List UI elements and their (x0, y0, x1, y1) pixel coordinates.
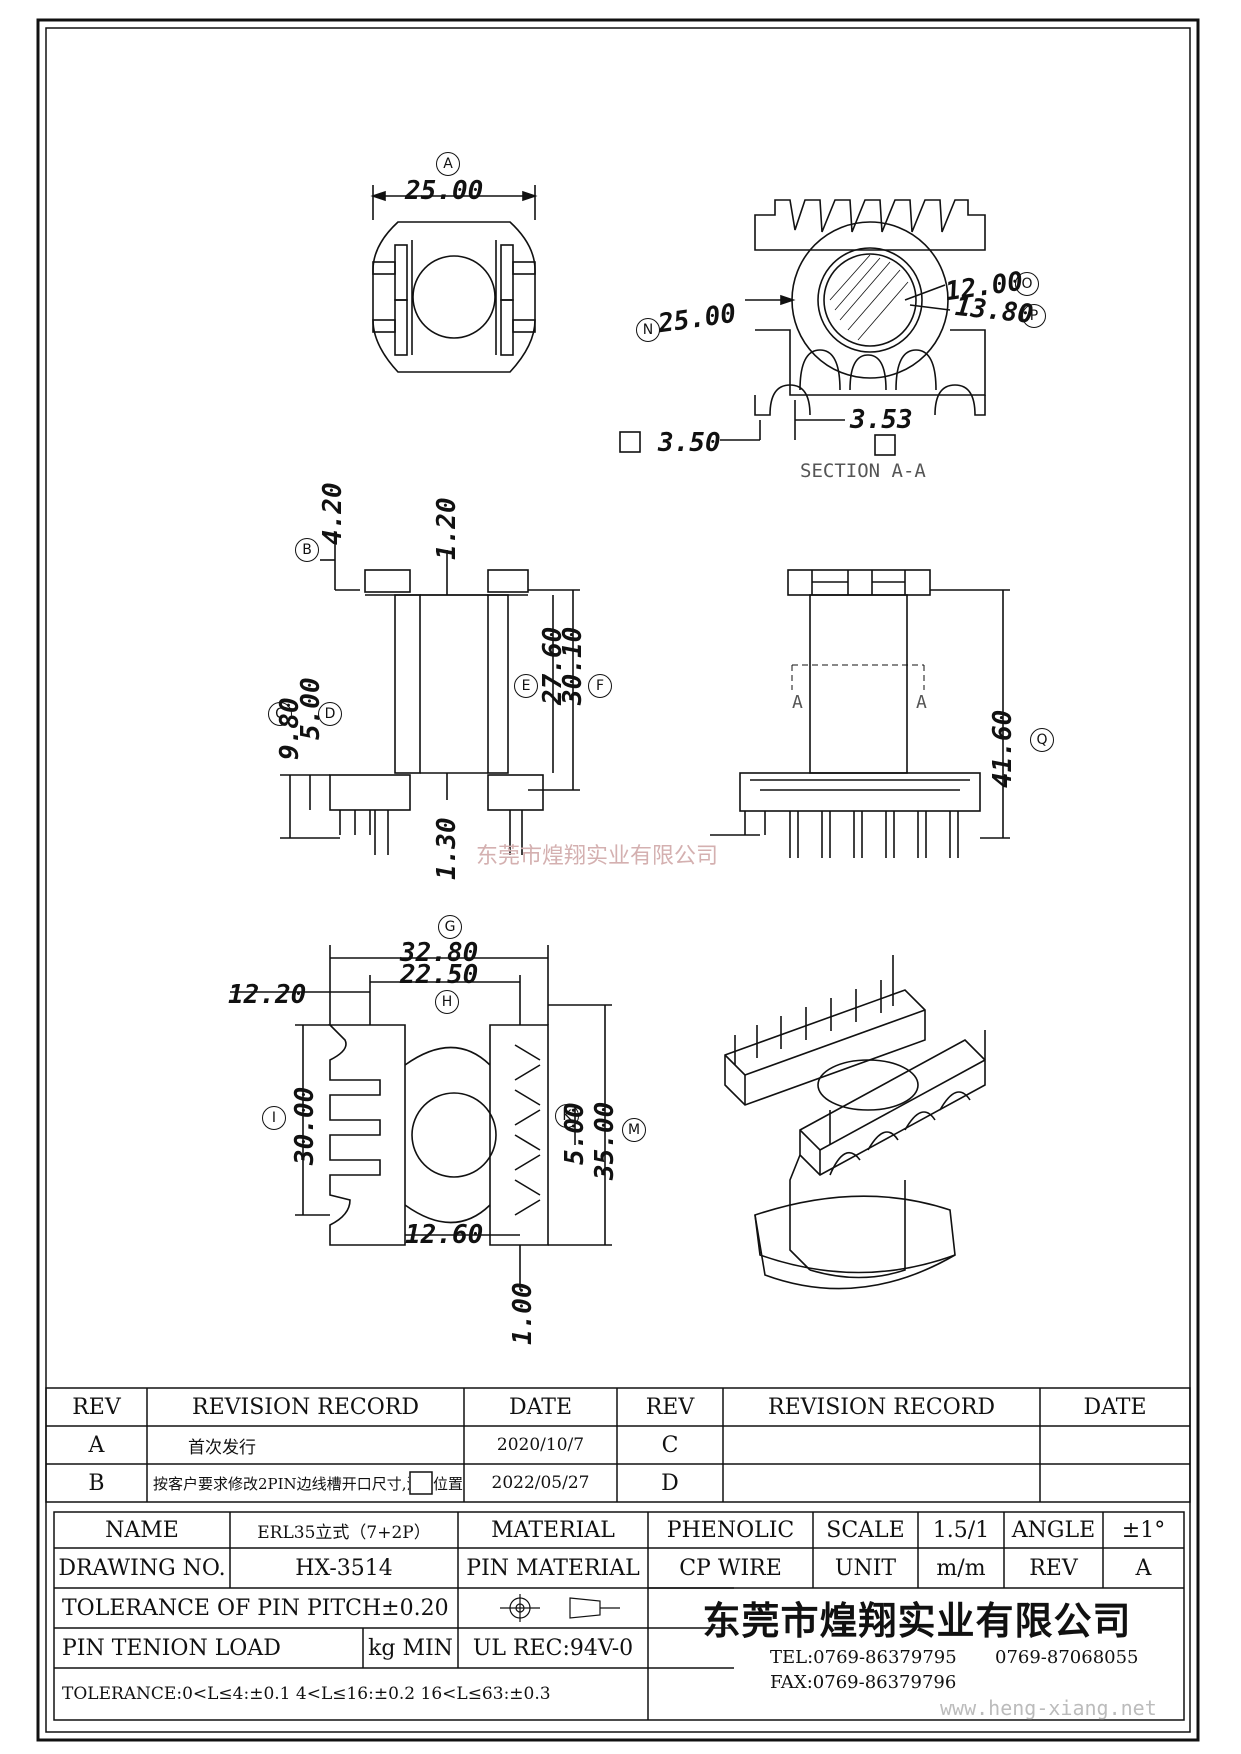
rev-b-record: 按客户要求修改2PIN边线槽开口尺寸,注 (153, 1474, 409, 1493)
drawing-no-value: HX-3514 (295, 1555, 393, 1581)
pin-material-value: CP WIRE (679, 1555, 782, 1581)
rev-a: A (88, 1432, 105, 1458)
material-value: PHENOLIC (666, 1517, 795, 1543)
tolerance-pitch: TOLERANCE OF PIN PITCH±0.20 (62, 1595, 449, 1621)
rev-header-1: REV (72, 1394, 121, 1420)
view-side (280, 540, 580, 855)
dim-front-height: 41.60 (988, 709, 1018, 788)
dim-bottom-gap: 12.60 (405, 1220, 484, 1250)
tag-c: C (268, 702, 292, 726)
tag-f: F (588, 674, 612, 698)
dim-bottom-pin-dia: 1.00 (508, 1282, 538, 1345)
tag-k: K (555, 1104, 579, 1128)
rev-b-record-tail: 位置 (432, 1474, 463, 1493)
tag-m: M (622, 1118, 646, 1142)
dim-side-bottom: 1.30 (432, 817, 462, 880)
outer-border (36, 18, 1200, 1742)
rev-b: B (88, 1470, 105, 1496)
dim-bottom-pitch: 5.00 (560, 1102, 590, 1165)
title-block-grid (53, 1511, 1185, 1721)
rev-d-date (1040, 1464, 1190, 1502)
pin-tension-unit: kg MIN (368, 1635, 453, 1661)
material-label: MATERIAL (491, 1517, 615, 1543)
tag-o: O (1015, 272, 1039, 296)
tag-h: H (435, 990, 459, 1014)
tag-a: A (436, 152, 460, 176)
dim-bottom-inner: 22.50 (400, 960, 479, 990)
tag-i: I (262, 1106, 286, 1130)
rev-c-record (723, 1426, 1040, 1464)
view-section (619, 199, 986, 456)
tag-g: G (438, 915, 462, 939)
ul-rec: UL REC:94V-0 (472, 1635, 634, 1661)
watermark-company: 东莞市煌翔实业有限公司 (476, 844, 719, 869)
fax: FAX:0769-86379796 (770, 1672, 957, 1693)
dim-top-width: 25.00 (405, 176, 484, 206)
dim-side-flange: 30.10 (558, 626, 588, 705)
tag-e: E (514, 674, 538, 698)
angle-value: ±1° (1121, 1517, 1166, 1543)
rev-c-date (1040, 1426, 1190, 1464)
tolerance-general: TOLERANCE:0<L≤4:±0.1 4<L≤16:±0.2 16<L≤63… (62, 1684, 551, 1704)
scale-value: 1.5/1 (932, 1517, 990, 1543)
rev-c: C (661, 1432, 679, 1458)
unit-value: m/m (936, 1555, 986, 1581)
name-value: ERL35立式（7+2P） (257, 1522, 431, 1543)
dim-bottom-left-height: 30.00 (290, 1086, 320, 1165)
view-bottom (230, 945, 612, 1290)
tag-p: P (1022, 304, 1046, 328)
section-mark-right: A (916, 692, 927, 713)
view-top-left (370, 185, 538, 373)
rev-d: D (661, 1470, 679, 1496)
scale-label: SCALE (826, 1517, 905, 1543)
dim-side-wall: 1.20 (432, 497, 462, 560)
revision-table-grid (45, 1387, 1191, 1503)
rev-record-header-2: REVISION RECORD (768, 1394, 995, 1420)
rev-b-box (409, 1471, 433, 1495)
rev-record-header-1: REVISION RECORD (192, 1394, 419, 1420)
view-front (710, 569, 1010, 858)
dim-side-top: 4.20 (318, 482, 348, 545)
rev-d-record (723, 1464, 1040, 1502)
dim-bottom-right-height: 35.00 (590, 1101, 620, 1180)
angle-label: ANGLE (1011, 1517, 1096, 1543)
tag-q: Q (1030, 728, 1054, 752)
tag-d: D (318, 702, 342, 726)
name-label: NAME (105, 1517, 179, 1543)
tag-b: B (295, 538, 319, 562)
pin-material-label: PIN MATERIAL (466, 1555, 640, 1581)
view-isometric (724, 955, 986, 1290)
unit-label: UNIT (834, 1555, 897, 1581)
tel-2: 0769-87068055 (995, 1647, 1139, 1668)
rev-b-date: 2022/05/27 (491, 1473, 590, 1493)
section-cut-lines (791, 664, 925, 690)
section-mark-left: A (792, 692, 803, 713)
dim-bottom-left: 12.20 (228, 980, 307, 1010)
rev-date-header-1: DATE (508, 1394, 573, 1420)
dim-bottom-total: 32.80 (400, 938, 479, 968)
rev-date-header-2: DATE (1083, 1394, 1147, 1420)
dim-section-square: 3.50 (658, 428, 721, 458)
rev-value: A (1135, 1555, 1152, 1581)
drawing-no-label: DRAWING NO. (58, 1555, 226, 1581)
tag-n: N (636, 318, 660, 342)
dim-section-slot: 3.53 (850, 405, 913, 435)
section-label: SECTION A-A (800, 460, 926, 482)
company-name: 东莞市煌翔实业有限公司 (702, 1597, 1132, 1643)
rev-label: REV (1029, 1555, 1078, 1581)
rev-a-record: 首次发行 (188, 1437, 256, 1458)
rev-header-2: REV (645, 1394, 695, 1420)
inner-border (45, 27, 1191, 1733)
projection-symbol (500, 1594, 620, 1622)
pin-tension-label: PIN TENION LOAD (62, 1635, 281, 1661)
rev-a-date: 2020/10/7 (496, 1435, 585, 1455)
website-watermark: www.heng-xiang.net (940, 1696, 1157, 1720)
tel-1: TEL:0769-86379795 (770, 1647, 957, 1668)
